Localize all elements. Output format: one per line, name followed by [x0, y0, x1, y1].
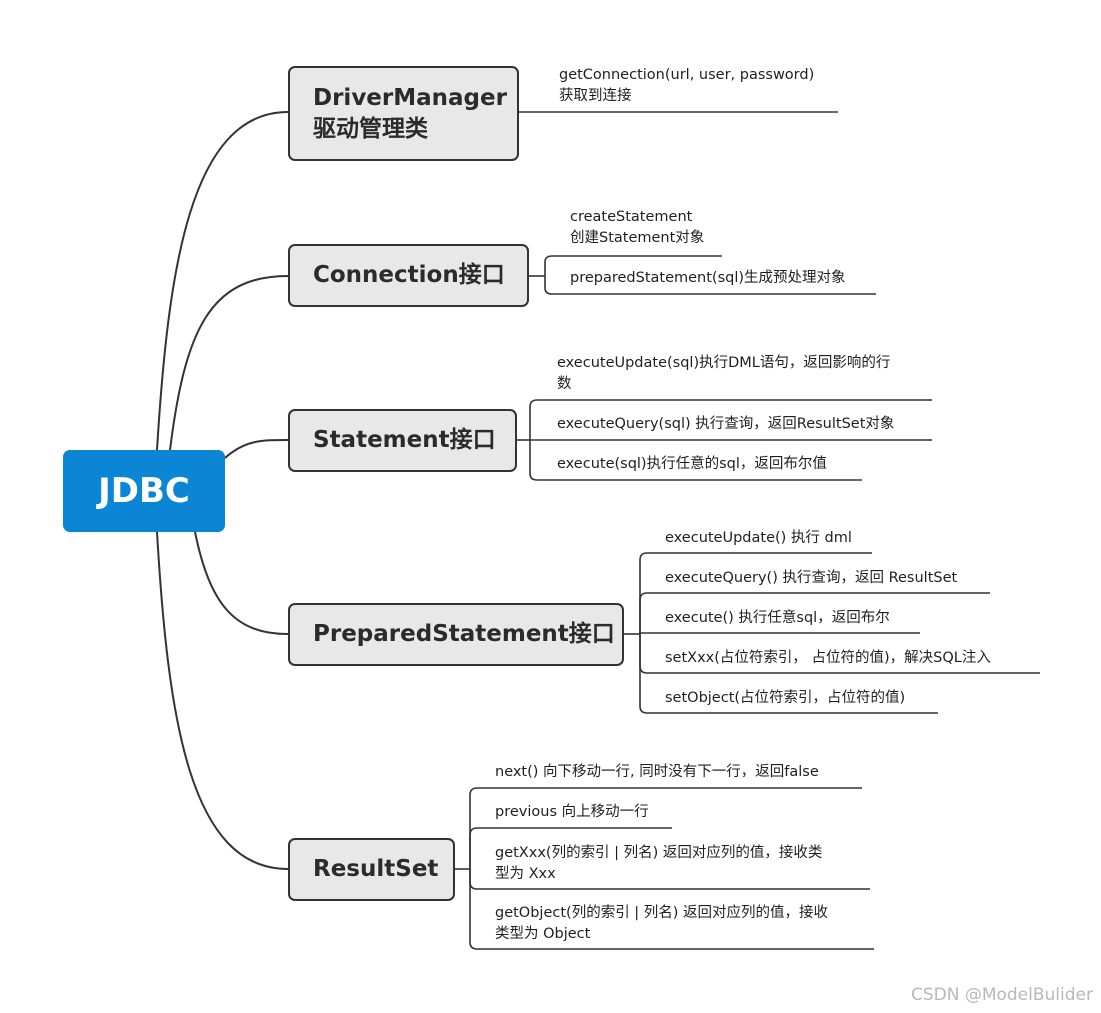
- connector-root-drivermanager: [156, 111, 289, 451]
- connector-root-connection: [169, 275, 289, 451]
- statement-item-execute[interactable]: execute(sql)执行任意的sql，返回布尔值: [557, 456, 827, 472]
- underline-statement-0: [529, 399, 932, 440]
- connection-item-preparedstatement[interactable]: preparedStatement(sql)生成预处理对象: [570, 270, 846, 286]
- connector-root-preparedstatement: [194, 531, 289, 635]
- watermark: CSDN @ModelBulider: [910, 985, 1093, 1005]
- underline-resultset-3: [469, 869, 874, 950]
- preparedstatement-item-execute[interactable]: execute() 执行任意sql，返回布尔: [665, 610, 890, 626]
- statement-item-executequery[interactable]: executeQuery(sql) 执行查询，返回ResultSet对象: [557, 416, 895, 432]
- topic-drivermanager[interactable]: DriverManager 驱动管理类: [288, 66, 519, 161]
- underline-resultset-0: [469, 787, 862, 869]
- preparedstatement-item-setxxx[interactable]: setXxx(占位符索引， 占位符的值)，解决SQL注入: [665, 650, 991, 666]
- topic-connection[interactable]: Connection接口: [288, 244, 529, 307]
- topic-label: Connection接口: [313, 262, 505, 288]
- topic-label: Statement接口: [313, 427, 496, 453]
- resultset-item-next[interactable]: next() 向下移动一行, 同时没有下一行，返回false: [495, 764, 819, 780]
- drivermanager-item-getconnection[interactable]: getConnection(url, user, password) 获取到连接: [559, 67, 815, 104]
- underline-resultset-1: [469, 827, 672, 869]
- underline-statement-2: [529, 440, 862, 481]
- underline-preparedstatement-0: [639, 552, 872, 634]
- connector-root-statement: [224, 439, 289, 459]
- statement-item-executeupdate[interactable]: executeUpdate(sql)执行DML语句，返回影响的行 数: [557, 355, 891, 392]
- topic-label: ResultSet: [313, 856, 439, 882]
- preparedstatement-item-setobject[interactable]: setObject(占位符索引，占位符的值): [665, 690, 906, 706]
- resultset-item-getobject[interactable]: getObject(列的索引 | 列名) 返回对应列的值，接收 类型为 Obje…: [495, 905, 829, 942]
- preparedstatement-item-executeupdate[interactable]: executeUpdate() 执行 dml: [665, 530, 852, 546]
- topic-label: PreparedStatement接口: [313, 621, 615, 647]
- connection-item-createstatement[interactable]: createStatement 创建Statement对象: [570, 209, 705, 246]
- preparedstatement-item-executequery[interactable]: executeQuery() 执行查询，返回 ResultSet: [665, 570, 958, 586]
- connector-root-resultset: [156, 531, 289, 870]
- topic-resultset[interactable]: ResultSet: [288, 838, 455, 901]
- underline-preparedstatement-4: [639, 634, 938, 714]
- topic-label: 驱动管理类: [313, 115, 428, 142]
- topic-label: DriverManager: [313, 84, 507, 111]
- resultset-item-getxxx[interactable]: getXxx(列的索引 | 列名) 返回对应列的值，接收类 型为 Xxx: [495, 845, 823, 882]
- underline-connection-0: [544, 255, 722, 276]
- topic-statement[interactable]: Statement接口: [288, 409, 517, 472]
- root-label: JDBC: [98, 471, 190, 511]
- topic-preparedstatement[interactable]: PreparedStatement接口: [288, 603, 624, 666]
- underline-preparedstatement-1: [639, 592, 990, 634]
- underline-preparedstatement-2: [639, 632, 920, 634]
- underline-connection-1: [544, 276, 876, 295]
- resultset-item-previous[interactable]: previous 向上移动一行: [495, 804, 649, 820]
- root-node-jdbc[interactable]: JDBC: [63, 450, 225, 532]
